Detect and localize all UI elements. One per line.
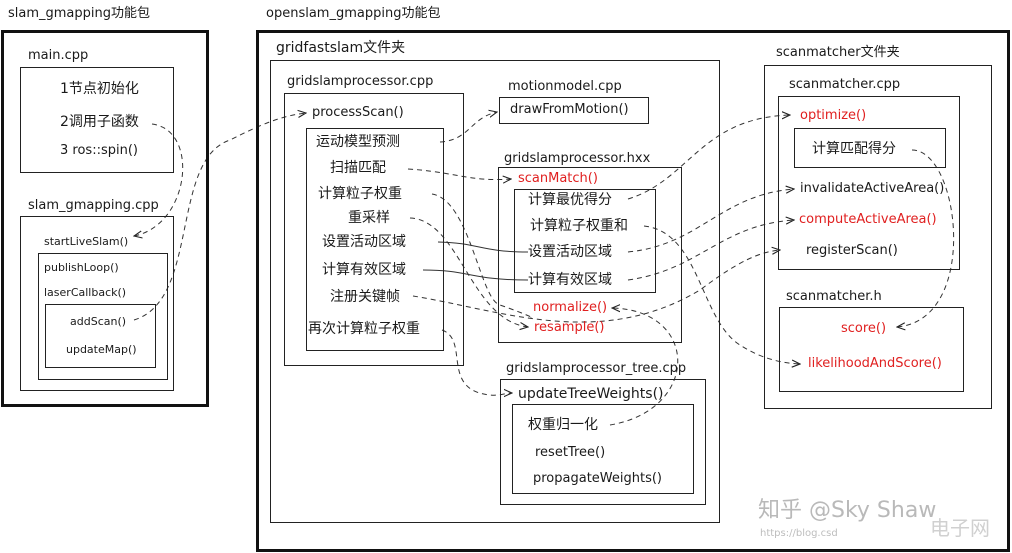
scanmatcher-cpp-box — [778, 96, 960, 270]
edge-call-start — [134, 123, 184, 236]
edge-set-invalidate — [627, 189, 794, 253]
edge-best-optimize — [627, 115, 790, 200]
propagate-weights: propagateWeights() — [533, 471, 663, 486]
step-scan-match: 扫描匹配 — [330, 160, 386, 176]
scanmatch-inner-box — [514, 189, 656, 293]
step-set-active: 设置活动区域 — [322, 234, 406, 250]
scanmatcher-cpp-title: scanmatcher.cpp — [789, 77, 901, 92]
hxx-effective: 计算有效区域 — [528, 272, 612, 288]
optimize-fn: optimize() — [800, 108, 867, 123]
process-steps-box — [306, 128, 444, 351]
tree-normalize: 权重归一化 — [528, 417, 598, 433]
edge-effective — [422, 269, 529, 281]
laser-callback: laserCallback() — [44, 286, 127, 299]
edge-register — [412, 250, 780, 323]
processor-hxx-title: gridslamprocessor.hxx — [504, 151, 651, 166]
openslam-package-box — [256, 30, 1010, 552]
publish-loop: publishLoop() — [44, 261, 119, 274]
processor-cpp-title: gridslamprocessor.cpp — [287, 74, 434, 89]
edge-match-score — [897, 149, 955, 327]
hxx-weight-sum: 计算粒子权重和 — [530, 218, 628, 234]
step-register: 注册关键帧 — [330, 289, 400, 305]
update-map: updateMap() — [66, 343, 137, 356]
scan-match-fn: scanMatch() — [518, 171, 598, 186]
site-watermark: 电子网 — [930, 516, 990, 540]
scanmatcher-title: scanmatcher文件夹 — [776, 45, 900, 60]
step-effective: 计算有效区域 — [322, 262, 406, 278]
compute-active-area: computeActiveArea() — [799, 212, 937, 227]
tree-cpp-title: gridslamprocessor_tree.cpp — [506, 361, 687, 376]
gridfastslam-box — [270, 60, 720, 523]
step-motion: 运动模型预测 — [316, 134, 400, 150]
edge-sum-likelihood — [643, 225, 800, 364]
openslam-package-title: openslam_gmapping功能包 — [266, 6, 441, 21]
scanmatcher-h-box — [779, 307, 964, 392]
normalize-fn: normalize() — [533, 300, 608, 315]
edge-weight-normalize — [431, 193, 533, 319]
optimize-inner-box — [794, 128, 946, 168]
slam-package-title: slam_gmapping功能包 — [8, 6, 151, 21]
draw-from-motion: drawFromMotion() — [510, 102, 629, 117]
step-reweight: 再次计算粒子权重 — [308, 321, 420, 337]
edge-motion-draw — [439, 112, 497, 143]
slam-package-box — [1, 30, 209, 407]
start-live-slam: startLiveSlam() — [44, 235, 129, 248]
hxx-set-active: 设置活动区域 — [528, 244, 612, 260]
edge-norm-back — [609, 308, 679, 426]
main-cpp-title: main.cpp — [28, 48, 89, 63]
main-item-2: 2调用子函数 — [60, 114, 139, 130]
edge-reweight-tree — [441, 329, 512, 395]
motionmodel-title: motionmodel.cpp — [508, 79, 622, 94]
laser-callback-inner-box — [45, 304, 156, 368]
reset-tree: resetTree() — [535, 445, 606, 460]
processor-hxx-box — [498, 167, 682, 343]
live-slam-inner-box — [38, 253, 168, 380]
main-item-3: 3 ros::spin() — [60, 143, 138, 158]
register-scan: registerScan() — [806, 243, 898, 258]
main-cpp-box — [20, 67, 174, 173]
hxx-best-score: 计算最优得分 — [528, 192, 612, 208]
motionmodel-box — [499, 97, 649, 124]
add-scan: addScan() — [70, 315, 127, 328]
blog-watermark: https://blog.csd — [760, 528, 838, 539]
likelihood-and-score-fn: likelihoodAndScore() — [808, 356, 942, 371]
step-weights: 计算粒子权重 — [318, 186, 402, 202]
processor-cpp-box — [284, 93, 464, 366]
slam-gmapping-cpp-box — [20, 216, 174, 391]
scanmatcher-box — [764, 65, 992, 409]
process-scan: processScan() — [312, 105, 404, 120]
update-tree-weights: updateTreeWeights() — [518, 386, 664, 402]
resample-fn: resample() — [534, 320, 605, 335]
tree-cpp-box — [500, 379, 706, 505]
invalidate-active-area: invalidateActiveArea() — [800, 181, 945, 196]
step-resample: 重采样 — [348, 210, 390, 226]
match-score-calc: 计算匹配得分 — [812, 141, 896, 157]
edge-resample — [409, 217, 528, 327]
zhihu-watermark: 知乎 @Sky Shaw — [758, 498, 937, 523]
tree-inner-box — [512, 404, 694, 494]
slam-gmapping-cpp-title: slam_gmapping.cpp — [28, 198, 159, 213]
main-item-1: 1节点初始化 — [60, 81, 139, 97]
gridfastslam-title: gridfastslam文件夹 — [276, 40, 406, 56]
score-fn: score() — [841, 321, 887, 336]
scanmatcher-h-title: scanmatcher.h — [786, 289, 882, 304]
